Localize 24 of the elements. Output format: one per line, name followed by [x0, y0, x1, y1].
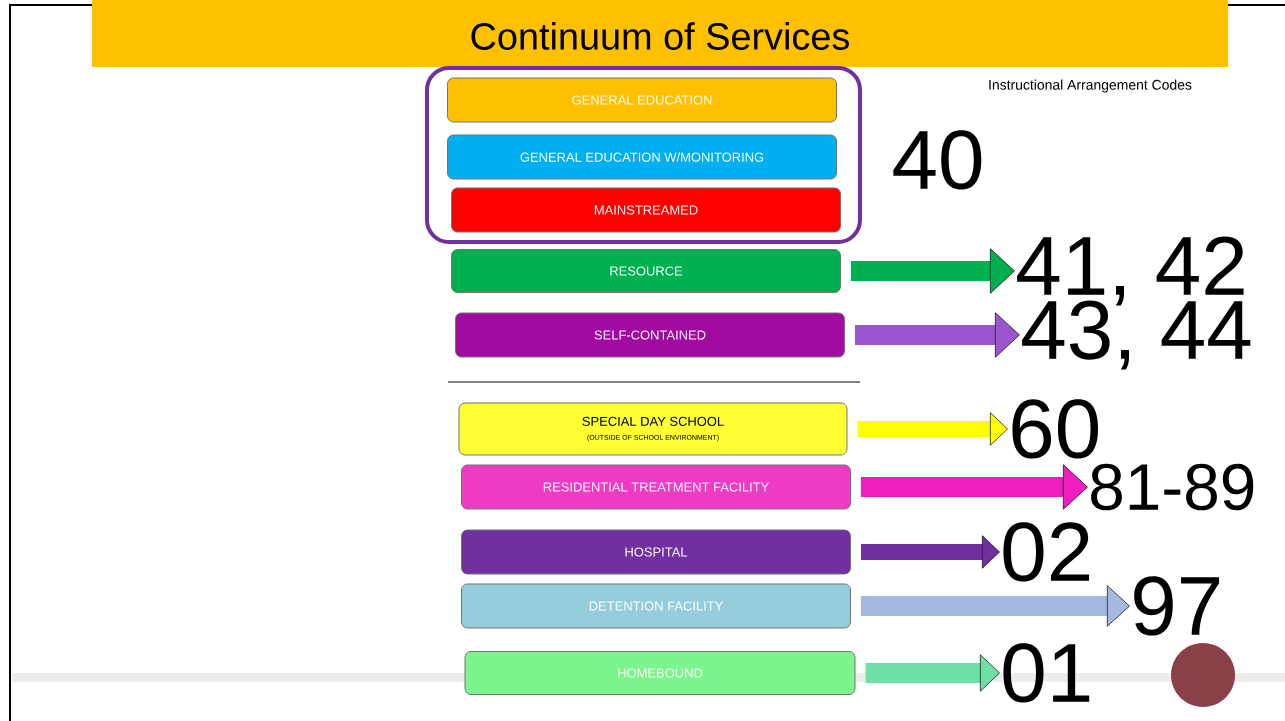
service-box: DETENTION FACILITY	[461, 583, 851, 629]
code-number: 02	[1003, 522, 1090, 582]
block-arrow	[857, 412, 1008, 446]
group-box	[425, 66, 862, 244]
code-number: 97	[1134, 576, 1220, 636]
title-bar: Continuum of Services	[92, 0, 1228, 67]
code-number: 01	[1003, 643, 1090, 703]
code-number: 60	[1012, 399, 1098, 459]
block-arrow	[855, 312, 1020, 358]
service-box: RESOURCE	[451, 249, 841, 293]
instruction-heading: Instructional Arrangement Codes	[989, 79, 1192, 93]
block-arrow	[861, 535, 1000, 569]
service-box: HOMEBOUND	[464, 651, 856, 695]
service-box: MAINSTREAMED	[451, 187, 841, 233]
service-box: GENERAL EDUCATION	[447, 77, 837, 123]
service-box: GENERAL EDUCATION W/MONITORING	[447, 134, 837, 180]
code-number: 81-89	[1091, 463, 1254, 511]
code-number: 40	[893, 130, 982, 190]
block-arrow	[861, 464, 1088, 510]
service-box: SELF-CONTAINED	[455, 312, 845, 358]
block-arrow	[865, 654, 1000, 692]
service-box: HOSPITAL	[461, 529, 851, 575]
service-box: RESIDENTIAL TREATMENT FACILITY	[461, 464, 851, 510]
block-arrow	[861, 585, 1130, 627]
